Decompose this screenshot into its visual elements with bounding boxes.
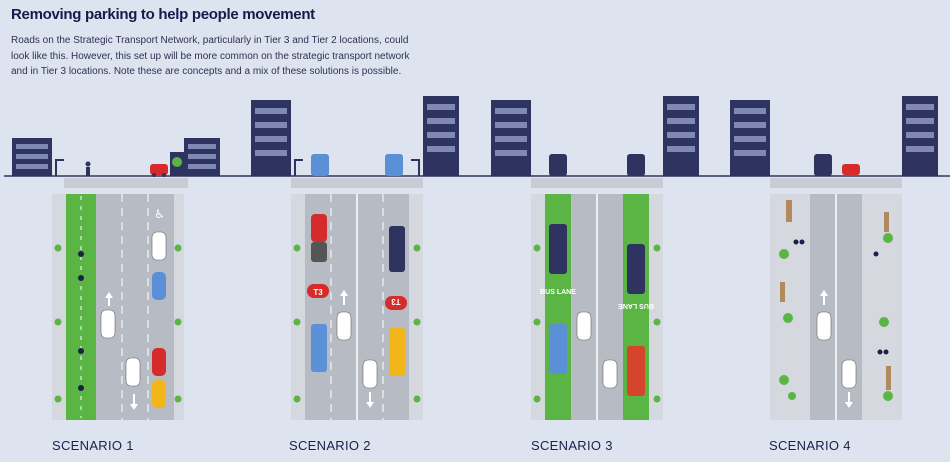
- car-icon: [842, 164, 860, 175]
- svg-text:♿: ♿: [154, 207, 165, 221]
- building-icon: [251, 96, 459, 176]
- bench-icon: [780, 200, 891, 390]
- tree-icon: [779, 233, 893, 401]
- bicycle-icon: [78, 251, 84, 391]
- scenario-label: SCENARIO 4: [769, 438, 851, 453]
- page-title: Removing parking to help people movement: [11, 6, 315, 23]
- description-line: Roads on the Strategic Transport Network…: [11, 35, 409, 46]
- svg-text:T3: T3: [391, 297, 401, 306]
- arrow-icon: [340, 290, 374, 408]
- svg-text:BUS LANE: BUS LANE: [618, 302, 654, 309]
- accessible-parking-icon: ♿: [154, 207, 165, 221]
- bus-icon: [549, 224, 645, 396]
- arrow-icon: [105, 292, 138, 410]
- building-icon: [491, 96, 699, 176]
- bus-icon: [311, 154, 403, 176]
- car-icon: [311, 214, 405, 389]
- scenario-label: SCENARIO 3: [531, 438, 613, 453]
- bus-icon: [814, 154, 832, 176]
- tree-icon: [293, 244, 421, 403]
- bus-lane-marking: BUS LANE BUS LANE: [540, 289, 654, 309]
- car-icon: [576, 311, 618, 389]
- scenario-4-diagram: [722, 96, 950, 426]
- page-description: Roads on the Strategic Transport Network…: [11, 33, 431, 80]
- svg-text:T3: T3: [313, 288, 323, 297]
- scenario-label: SCENARIO 1: [52, 438, 134, 453]
- building-icon: [730, 96, 938, 176]
- building-icon: [12, 138, 220, 176]
- scenario-label: SCENARIO 2: [289, 438, 371, 453]
- description-line: and in Tier 3 locations. Note these are …: [11, 66, 402, 77]
- car-icon: [100, 231, 167, 408]
- car-icon: [816, 311, 857, 389]
- svg-text:BUS LANE: BUS LANE: [540, 289, 576, 296]
- car-icon: [150, 164, 168, 177]
- scenario-3-diagram: BUS LANE BUS LANE: [483, 96, 723, 426]
- tree-icon: [533, 244, 661, 403]
- scenario-2-diagram: T3 T3: [243, 96, 483, 426]
- scenario-1-diagram: ♿: [4, 96, 244, 426]
- pedestrian-icon: [793, 239, 889, 355]
- bus-icon: [549, 154, 645, 176]
- road-plan: [770, 194, 902, 420]
- bus-shelter-icon: [294, 159, 420, 176]
- t3-lane-marking: T3 T3: [307, 284, 407, 310]
- arrow-icon: [820, 290, 853, 408]
- description-line: look like this. However, this set up wil…: [11, 50, 410, 62]
- tree-icon: [54, 244, 182, 403]
- bus-shelter-icon: [55, 159, 64, 176]
- tree-icon: [172, 157, 182, 176]
- pedestrian-icon: [85, 161, 91, 176]
